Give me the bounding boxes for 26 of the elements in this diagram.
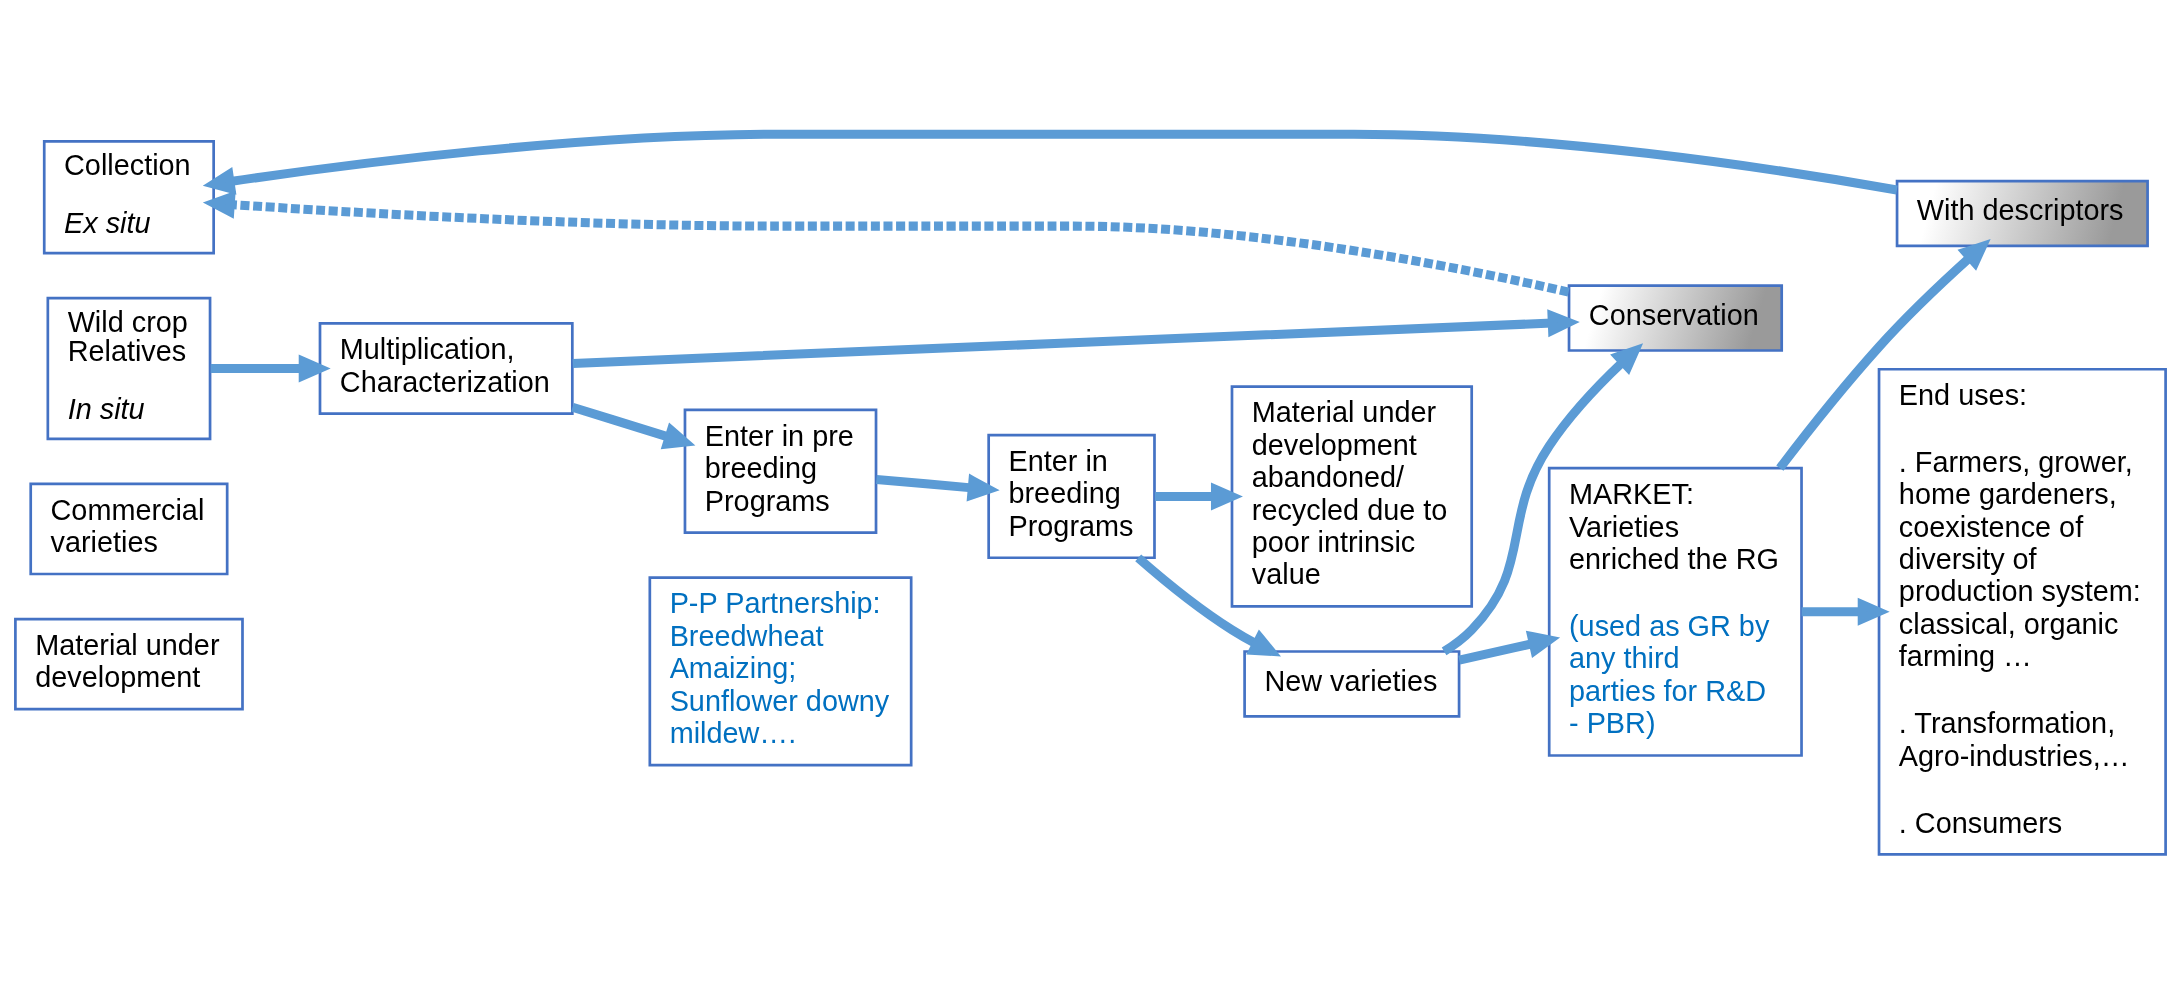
arrow [202, 129, 1898, 195]
arrow [1154, 482, 1243, 511]
node-box: Collection Ex situ [42, 140, 215, 255]
arrow [202, 190, 1570, 297]
node-box: Enter in breeding Programs [987, 433, 1156, 560]
node-box: Enter in pre breeding Programs [683, 408, 878, 534]
arrow [210, 354, 331, 383]
arrow [1458, 630, 1561, 665]
arrow [876, 473, 1000, 502]
node-box: Multiplication, Characterization [318, 322, 574, 415]
node-box: With descriptors [1895, 179, 2149, 248]
node-box: New varieties [1243, 650, 1461, 718]
arrow [1441, 343, 1644, 656]
arrow [1776, 239, 1991, 471]
arrow [1801, 597, 1890, 626]
node-box: Commercial varieties [29, 482, 229, 576]
arrow [572, 309, 1580, 368]
node-box: Material under development abandoned/ recycled due to poor intrinsic value [1230, 385, 1474, 608]
arrow [571, 402, 696, 450]
node-box: MARKET: Varieties enriched the RG (used as GR by any third parties for R&D - PBR) [1547, 466, 1803, 757]
arrow [1135, 554, 1282, 657]
node-box: End uses: . Farmers, grower, home gardeners, coexistence of diversity of production system: classical, organic farming … . Transformation, Agro-industries,… . Consumers [1877, 367, 2167, 856]
node-box: Material under development [14, 617, 244, 711]
node-box: Wild crop Relatives In situ [46, 296, 212, 441]
node-box: Conservation [1567, 284, 1784, 352]
node-box: P-P Partnership: Breedwheat Amaizing; Sunflower downy mildew…. [648, 576, 913, 767]
